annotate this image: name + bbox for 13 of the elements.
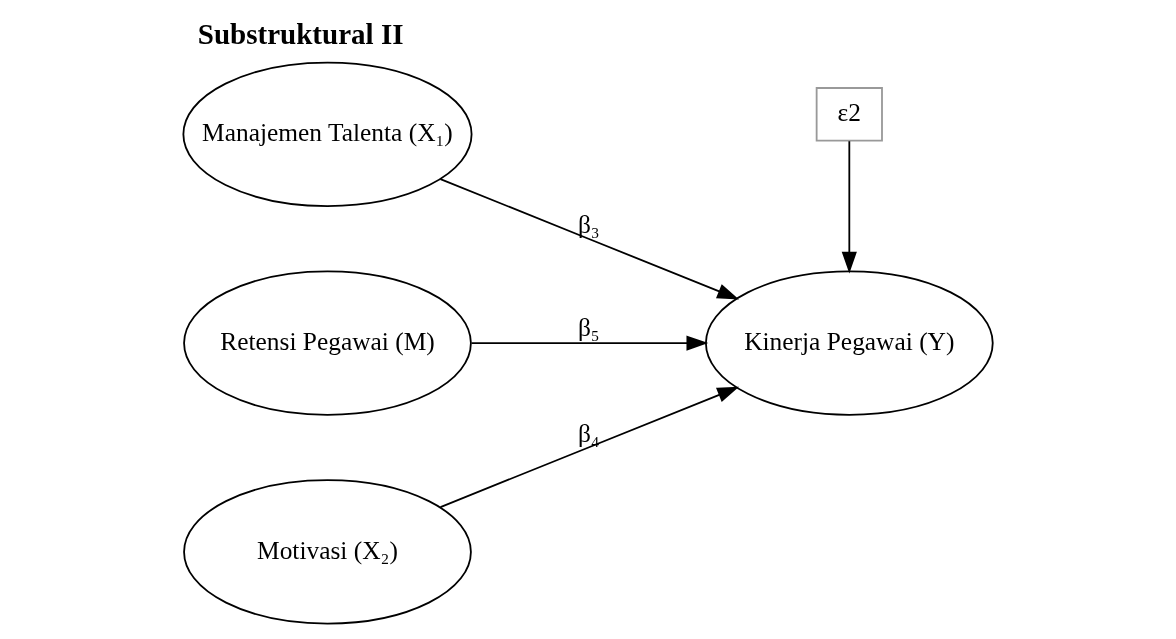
arrow bbox=[841, 140, 857, 274]
edge-label: β₅ bbox=[577, 313, 600, 342]
diagram-title: Substruktural II bbox=[197, 18, 404, 51]
edge-label: β₃ bbox=[577, 209, 600, 238]
node-ellipse: Retensi Pegawai (M) bbox=[183, 270, 472, 416]
node-box: ε2 bbox=[815, 87, 883, 142]
arrow bbox=[439, 178, 740, 300]
arrow bbox=[439, 386, 740, 508]
arrow bbox=[470, 335, 709, 351]
edge-label: β₄ bbox=[577, 418, 600, 447]
node-ellipse: Manajemen Talenta (X₁) bbox=[182, 61, 473, 207]
node-ellipse: Motivasi (X₂) bbox=[183, 479, 472, 625]
node-ellipse: Kinerja Pegawai (Y) bbox=[705, 270, 994, 416]
